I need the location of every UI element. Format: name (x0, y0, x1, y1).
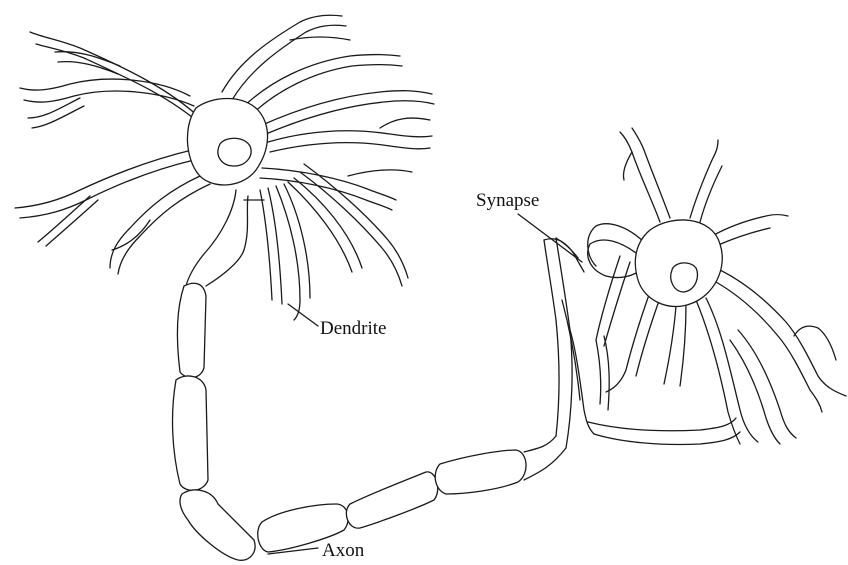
myelin-segment (177, 283, 206, 377)
left-neuron (15, 15, 434, 320)
left-neuron-nucleus (218, 138, 251, 166)
synapse-label: Synapse (476, 190, 539, 211)
axon-label: Axon (322, 540, 365, 561)
myelin-segment (173, 376, 208, 490)
dendrite-annotation: Dendrite (288, 304, 386, 339)
right-neuron-dendrites (588, 128, 846, 444)
dendrite-label: Dendrite (320, 318, 386, 339)
synapse-annotation: Synapse (476, 190, 582, 262)
myelin-segment (346, 472, 437, 528)
left-neuron-lower-dendrites (260, 164, 408, 320)
dendrite-leader-line (288, 304, 318, 326)
myelin-segment (180, 490, 255, 560)
synapse-leader-line (518, 214, 582, 262)
right-neuron (544, 128, 846, 448)
myelin-segment (435, 450, 526, 494)
